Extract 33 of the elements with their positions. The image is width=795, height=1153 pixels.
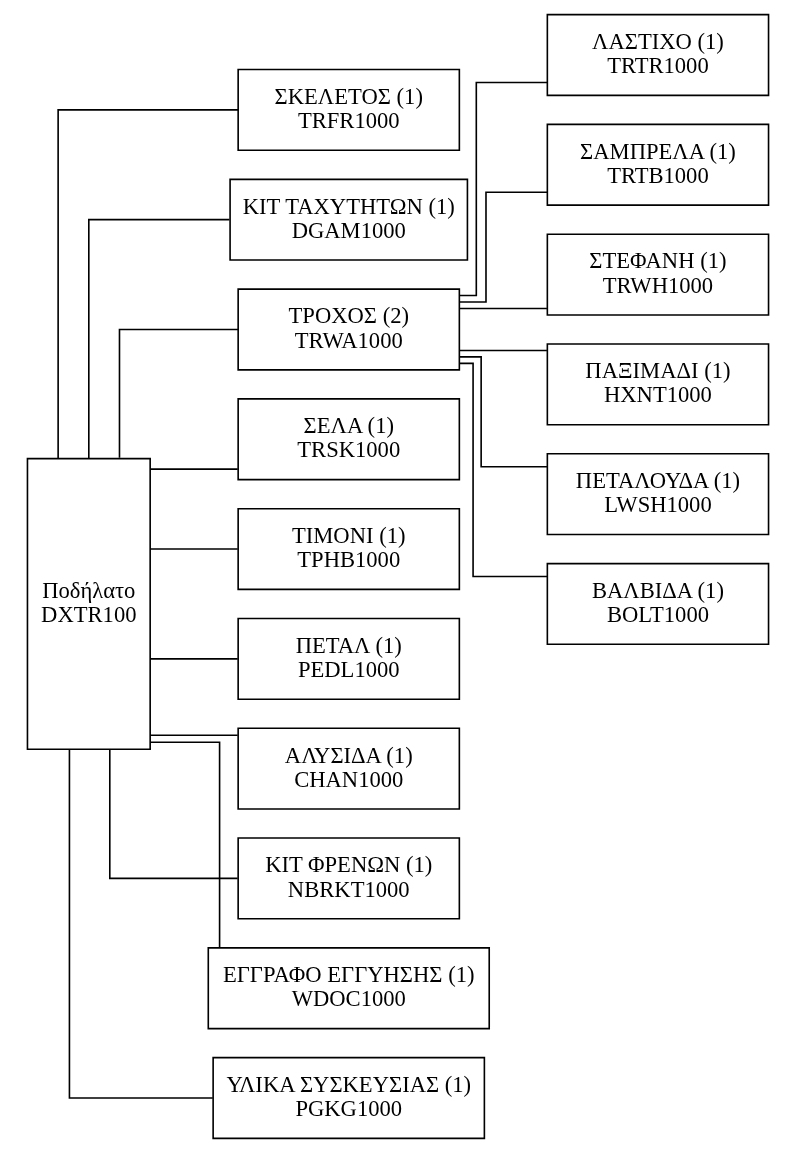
connector	[149, 548, 239, 550]
connector	[458, 191, 548, 303]
node-box: ΣΤΕΦΑΝΗ (1) TRWH1000	[546, 233, 769, 316]
connector	[149, 468, 239, 470]
connector	[458, 81, 548, 297]
connector	[458, 362, 548, 578]
node-box: ΤΡΟΧΟΣ (2) TRWA1000	[236, 288, 460, 371]
connector	[56, 109, 239, 460]
node-box: ΚΙΤ ΦΡΕΝΩΝ (1) NBRKT1000	[236, 837, 460, 920]
connector	[149, 658, 239, 660]
node-box: Ποδήλατο DXTR100	[26, 457, 151, 751]
node-box: ΠΕΤΑΛ (1) PEDL1000	[236, 617, 460, 700]
node-box: ΣΚΕΛΕΤΟΣ (1) TRFR1000	[236, 68, 460, 152]
connector	[458, 356, 548, 468]
node-box: ΤΙΜΟΝΙ (1) TPHB1000	[236, 507, 460, 591]
connector	[149, 741, 220, 949]
connector	[118, 328, 239, 459]
node-box: ΣΑΜΠΡΕΛΑ (1) TRTB1000	[546, 123, 769, 206]
connector	[108, 749, 238, 880]
connector	[87, 218, 230, 459]
connector	[458, 349, 548, 352]
node-box: ΑΛΥΣΙΔΑ (1) CHAN1000	[236, 727, 460, 810]
connector	[68, 748, 214, 1099]
node-box: ΚΙΤ ΤΑΧΥΤΗΤΩΝ (1) DGAM1000	[228, 178, 468, 261]
node-box: ΒΑΛΒΙΔΑ (1) BOLT1000	[546, 562, 769, 646]
node-box: ΠΕΤΑΛΟΥΔΑ (1) LWSH1000	[546, 453, 769, 536]
node-box: ΥΛΙΚΑ ΣΥΣΚΕΥΣΙΑΣ (1) PGKG1000	[211, 1056, 485, 1140]
node-box: ΛΑΣΤΙΧΟ (1) TRTR1000	[546, 13, 769, 97]
node-box: ΠΑΞΙΜΑΔΙ (1) HXNT1000	[546, 343, 769, 426]
node-box: ΣΕΛΑ (1) TRSK1000	[236, 398, 460, 481]
connector	[458, 307, 548, 310]
connector	[149, 734, 239, 737]
node-box: ΕΓΓΡΑΦΟ ΕΓΓΥΗΣΗΣ (1) WDOC1000	[207, 947, 490, 1030]
